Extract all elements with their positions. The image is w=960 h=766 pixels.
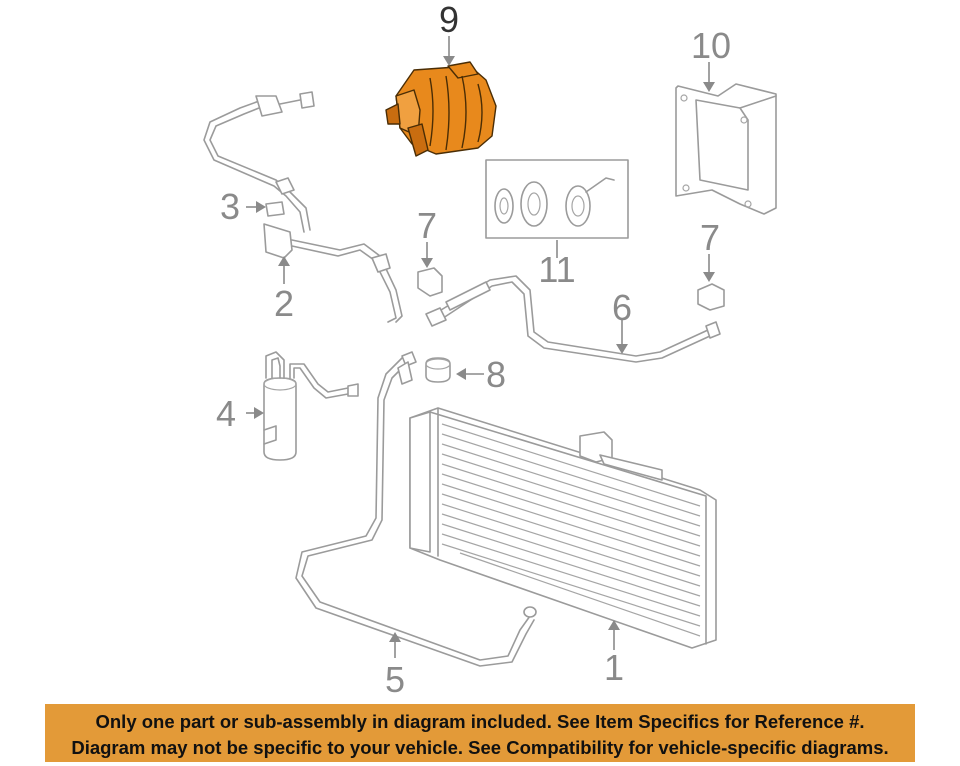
clip-part-7-b [697, 283, 725, 311]
callout-11: 11 [538, 249, 575, 290]
callout-7-left: 7 [417, 205, 437, 246]
callout-4: 4 [216, 393, 236, 434]
disclaimer-line-1: Only one part or sub-assembly in diagram… [95, 711, 865, 732]
callout-9: 9 [439, 0, 459, 40]
disclaimer-banner: Only one part or sub-assembly in diagram… [45, 704, 915, 762]
callout-labels: 9 10 3 2 7 7 11 6 8 4 5 1 [216, 0, 731, 700]
grommet-part-8 [425, 357, 451, 383]
callout-7-right: 7 [700, 217, 720, 258]
clutch-kit-part-11 [485, 159, 629, 239]
compressor-part-9 [385, 61, 497, 157]
condenser-part-1 [409, 407, 717, 649]
callout-2: 2 [274, 283, 294, 324]
liquid-line-part-5 [295, 351, 537, 667]
clip-part-7-a [417, 267, 443, 297]
callout-6: 6 [612, 287, 632, 328]
callout-5: 5 [385, 659, 405, 700]
callout-1: 1 [604, 647, 624, 688]
callout-10: 10 [691, 25, 731, 66]
suction-hose-part-2 [203, 91, 403, 323]
callout-8: 8 [486, 354, 506, 395]
receiver-drier-part-4 [263, 351, 359, 461]
callout-3: 3 [220, 186, 240, 227]
discharge-line-part-6 [425, 275, 721, 363]
disclaimer-line-2: Diagram may not be specific to your vehi… [71, 737, 889, 758]
leader-lines [246, 36, 715, 658]
bracket-part-10 [675, 83, 777, 215]
